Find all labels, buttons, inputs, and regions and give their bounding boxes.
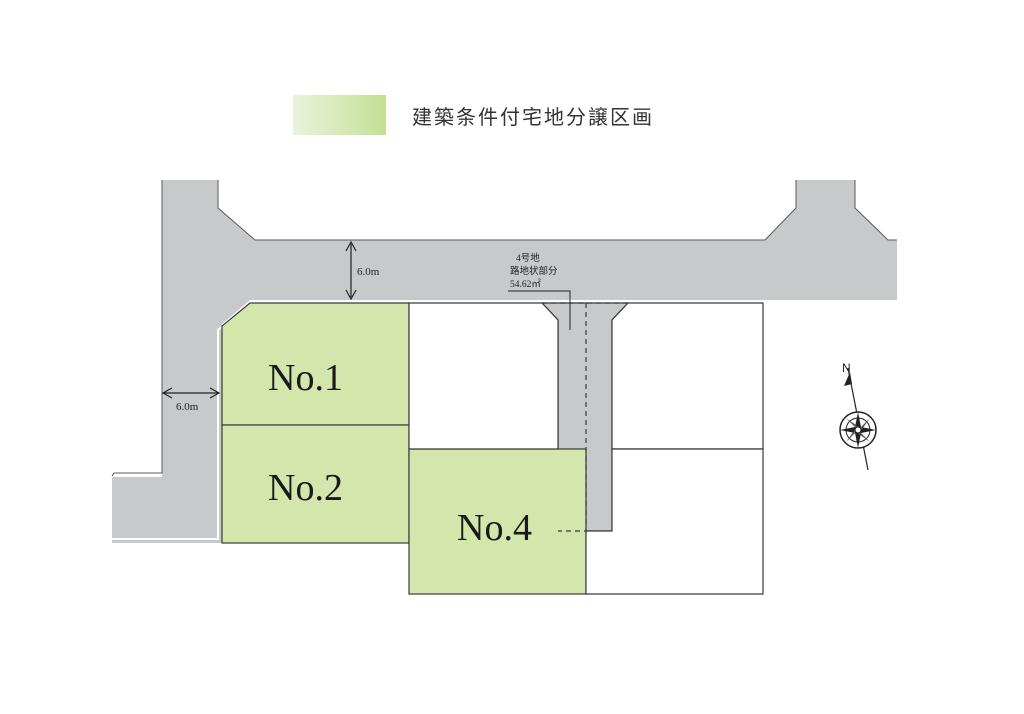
access-dashed-line — [558, 303, 587, 532]
lot-label-2: No.2 — [268, 467, 343, 509]
dimension-top-road: 6.0m — [345, 240, 380, 301]
road-white-line-right — [858, 183, 897, 237]
north-label: N — [842, 361, 851, 375]
lot-6 — [585, 448, 764, 595]
legend: 建築条件付宅地分譲区画 — [293, 95, 654, 135]
access-note-line3: 54.62㎡ — [510, 279, 541, 290]
road-white-line-left — [112, 183, 159, 470]
lot-2 — [221, 424, 410, 544]
legend-label: 建築条件付宅地分譲区画 — [412, 104, 654, 129]
access-note: 4号地 路地状部分 54.62㎡ — [508, 252, 571, 330]
legend-swatch — [293, 95, 386, 135]
dimension-left-road: 6.0m — [161, 387, 221, 413]
lot-5 — [611, 302, 764, 450]
lots — [221, 302, 764, 595]
road-outline-top-left — [217, 180, 797, 241]
access-note-line2: 路地状部分 — [510, 265, 558, 277]
lot-4 — [408, 448, 587, 595]
compass-icon — [839, 367, 877, 471]
dimension-label-top: 6.0m — [357, 266, 380, 278]
lot-label-4: No.4 — [457, 507, 532, 549]
lot-3 — [408, 302, 559, 450]
dimension-label-left: 6.0m — [176, 401, 199, 413]
road-white-line-top — [221, 183, 793, 237]
lot-label-1: No.1 — [268, 357, 343, 399]
access-note-line1: 4号地 — [516, 252, 540, 264]
road-top — [112, 180, 897, 543]
road-outline-outer — [111, 180, 163, 477]
road-outline-top-right — [854, 180, 897, 241]
